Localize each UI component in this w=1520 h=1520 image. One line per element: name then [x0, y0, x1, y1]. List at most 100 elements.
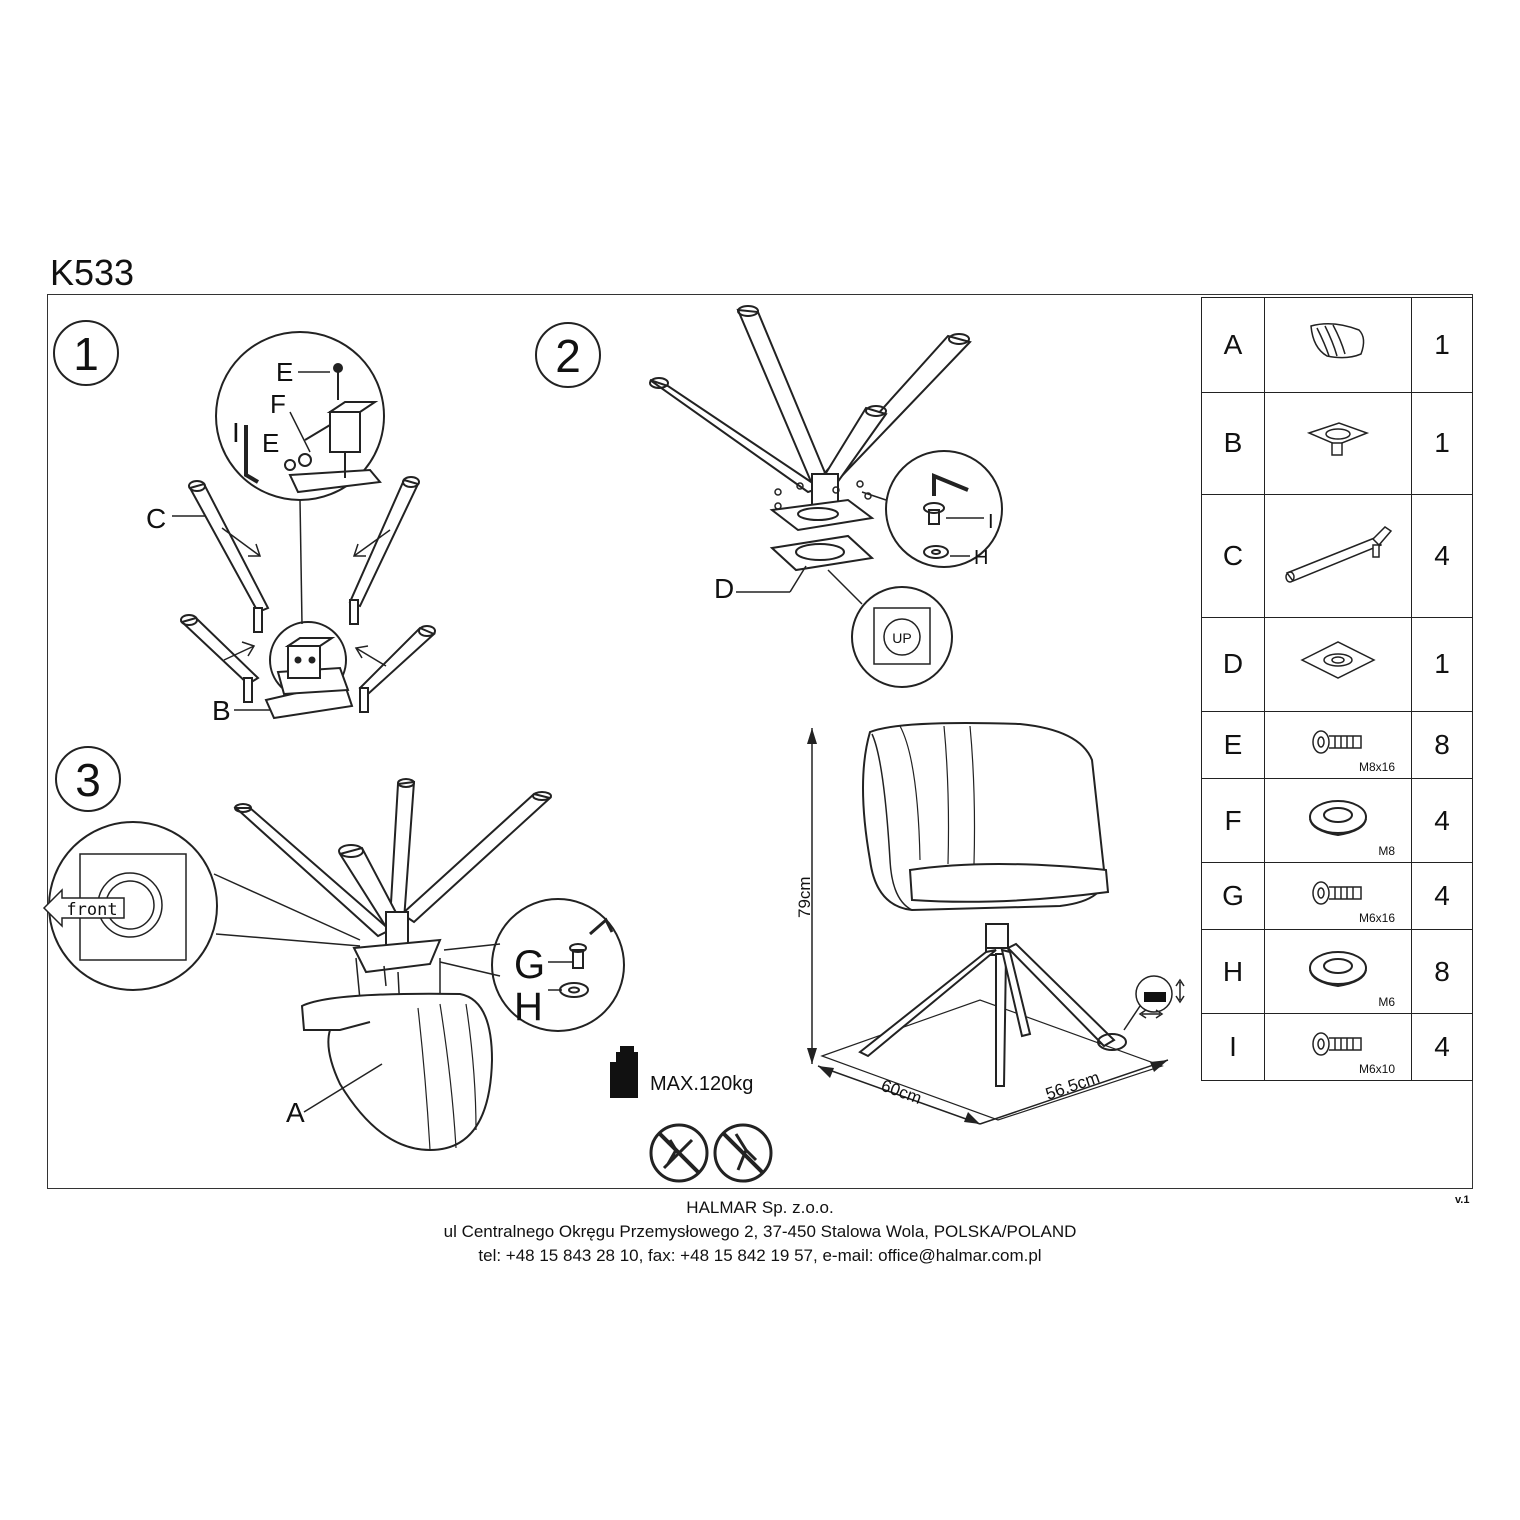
part-quantity: 1: [1411, 297, 1473, 393]
instruction-frame: [47, 294, 1473, 1189]
step-2-number: 2: [555, 330, 581, 382]
step-1-base: [264, 621, 354, 720]
part-size: M8x16: [1358, 760, 1395, 774]
part-picture: M6x16: [1264, 862, 1412, 930]
step-1-detail-bracket: [288, 401, 382, 494]
label-b: B: [212, 695, 231, 726]
part-letter: F: [1201, 777, 1265, 864]
part-quantity: 4: [1411, 862, 1473, 930]
front-label: front: [66, 900, 117, 920]
step-3-circle: [55, 746, 121, 812]
step-2-circle: [535, 322, 601, 388]
label-i: I: [232, 417, 240, 448]
part-picture: [1264, 493, 1412, 618]
glide-detail: [1123, 975, 1185, 1031]
part-quantity: 1: [1411, 616, 1473, 713]
washer-icon: [559, 982, 589, 998]
step-3-detail-circle: [491, 898, 625, 1032]
part-quantity: 1: [1411, 391, 1473, 495]
step-2: 2 I: [535, 305, 1003, 688]
step-1-number: 1: [73, 328, 99, 380]
bolt-icon: [1311, 1031, 1365, 1065]
seat-shell-icon: [1303, 323, 1373, 370]
part-size: M8: [1378, 844, 1395, 859]
label-e: E: [276, 357, 293, 387]
part-row: F M8 4: [1201, 777, 1473, 864]
part-size: M6x16: [1358, 910, 1395, 925]
step-1-legs: [180, 476, 436, 713]
part-quantity: 4: [1411, 493, 1473, 618]
washer-icon: [1306, 800, 1370, 843]
part-quantity: 8: [1411, 928, 1473, 1015]
bolt-icon: [569, 943, 587, 953]
part-size: M6: [1378, 995, 1395, 1010]
allen-key-icon: [932, 473, 969, 496]
company-name: HALMAR Sp. z.o.o.: [686, 1198, 834, 1217]
company-address: ul Centralnego Okręgu Przemysłowego 2, 3…: [443, 1222, 1077, 1241]
step-3-number: 3: [75, 754, 101, 806]
model-number: K533: [50, 252, 135, 293]
part-letter: E: [1201, 711, 1265, 779]
step-3: 3 front G: [42, 746, 625, 1152]
part-picture: [1264, 297, 1412, 393]
bolt-icon: [1311, 880, 1365, 914]
part-quantity: 8: [1411, 711, 1473, 779]
part-row: G M6x16 4: [1201, 862, 1473, 930]
depth-dimension: [817, 1065, 981, 1125]
width-dimension: [979, 1059, 1169, 1125]
no-climb-warning-icon: [713, 1123, 773, 1183]
label-c: C: [146, 503, 166, 534]
part-letter: I: [1201, 1013, 1265, 1081]
allen-key-icon: [244, 425, 260, 484]
company-contact: tel: +48 15 843 28 10, fax: +48 15 842 1…: [478, 1246, 1042, 1265]
part-letter: D: [1201, 616, 1265, 713]
step-3-seat: [300, 992, 494, 1152]
step-2-detail-circle: [885, 450, 1003, 568]
height-dimension: [807, 728, 817, 1064]
front-arrow-icon: [42, 888, 125, 928]
leg-icon: [1283, 526, 1393, 589]
step-3-legs: [233, 778, 553, 938]
part-quantity: 4: [1411, 1013, 1473, 1081]
no-stand-warning-icon: [649, 1123, 709, 1183]
up-label: UP: [892, 630, 911, 646]
part-row: E M8x16 8: [1201, 711, 1473, 779]
part-letter: A: [1201, 297, 1265, 393]
bolt-icon: [284, 459, 296, 471]
washer-icon: [923, 545, 949, 559]
label-e-2: E: [262, 428, 279, 458]
part-letter: C: [1201, 493, 1265, 618]
label-a: A: [286, 1097, 305, 1128]
mounting-plate-icon: [1298, 641, 1378, 690]
part-picture: M8: [1264, 777, 1412, 864]
label-h: H: [974, 547, 988, 569]
part-letter: G: [1201, 862, 1265, 930]
label-i: I: [988, 511, 994, 533]
part-picture: M8x16: [1264, 711, 1412, 779]
height-dimension-label: 79cm: [795, 876, 814, 918]
weight-icon: [610, 1046, 638, 1098]
part-letter: B: [1201, 391, 1265, 495]
bolt-icon: [333, 363, 343, 373]
part-letter: H: [1201, 928, 1265, 1015]
version: v.1: [1455, 1194, 1470, 1206]
bolt-icon: [1311, 729, 1365, 763]
step-2-hub: [769, 473, 875, 572]
label-d: D: [714, 573, 734, 604]
label-g: G: [514, 943, 545, 987]
label-f: F: [270, 389, 286, 419]
allen-key-icon: [589, 917, 614, 936]
part-picture: M6: [1264, 928, 1412, 1015]
washer-icon: [1306, 951, 1370, 994]
part-quantity: 4: [1411, 777, 1473, 864]
max-load: MAX.120kg: [650, 1073, 753, 1095]
part-picture: [1264, 391, 1412, 495]
step-1-arrows: [221, 527, 391, 667]
